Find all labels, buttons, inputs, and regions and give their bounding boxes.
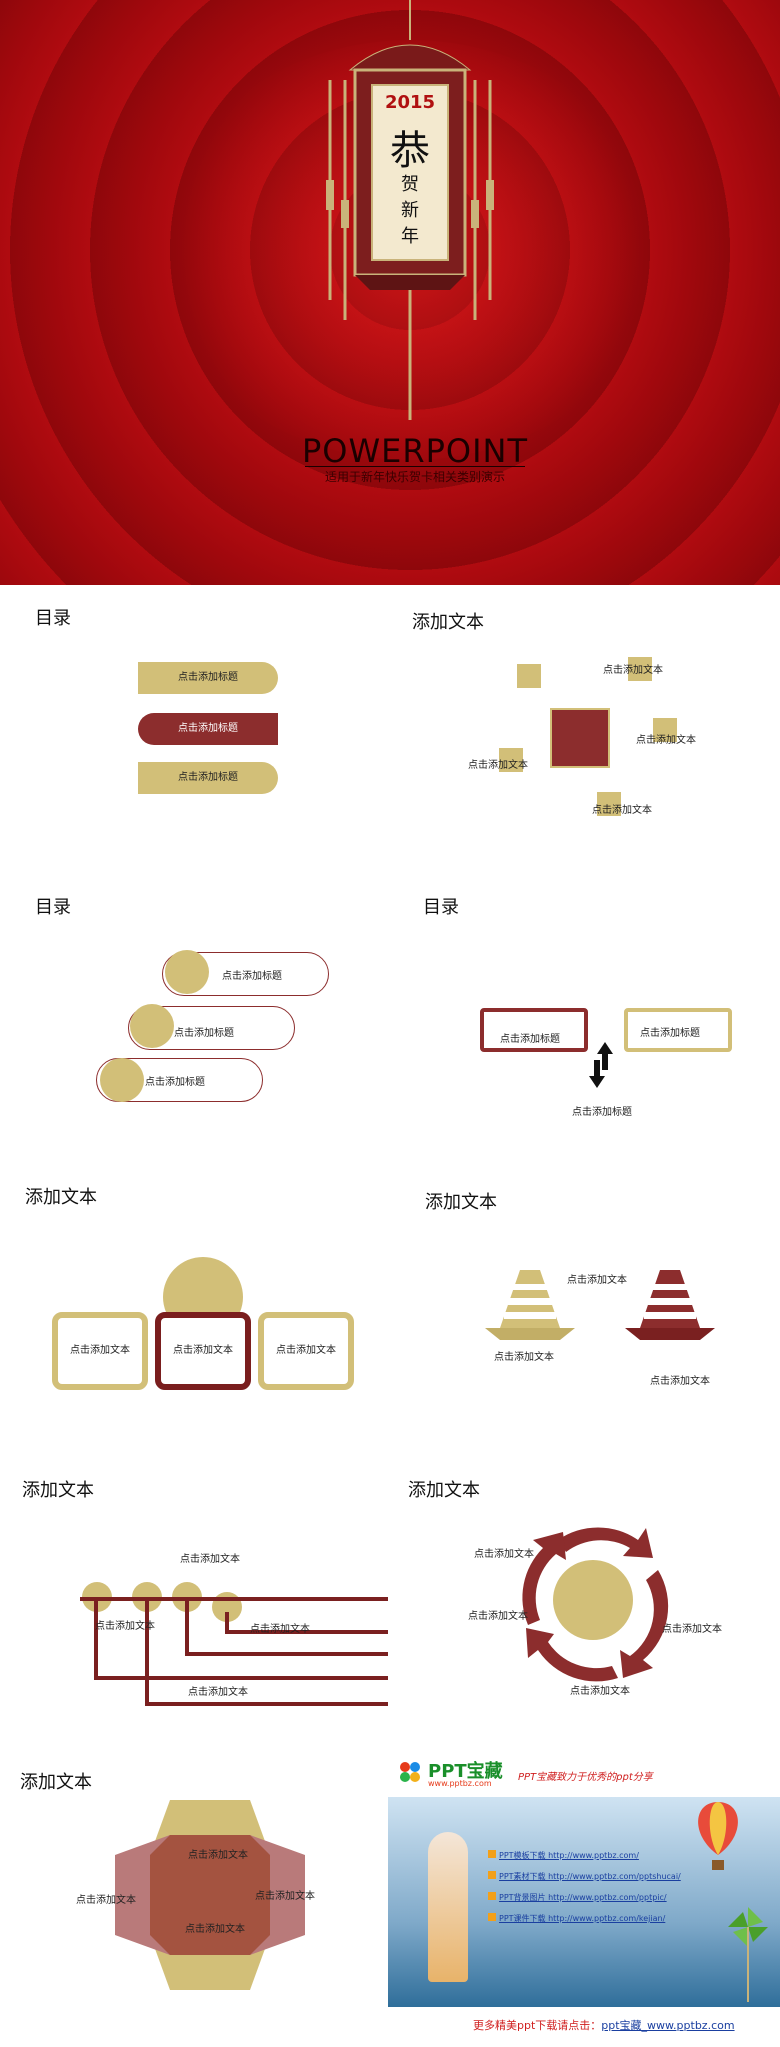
slide3-item-1-label: 点击添加标题 bbox=[222, 971, 282, 982]
slide6-cone-maroon bbox=[625, 1270, 715, 1340]
slide4-box-left-label: 点击添加标题 bbox=[500, 1034, 560, 1045]
slide8-label-1: 点击添加文本 bbox=[474, 1549, 534, 1560]
slide9-cross-shape bbox=[115, 1800, 305, 1990]
slide3-item-3-label: 点击添加标题 bbox=[145, 1077, 205, 1088]
ad-link-4[interactable]: PPT课件下载 http://www.pptbz.com/kejian/ bbox=[488, 1913, 665, 1924]
slide2-title: 添加文本 bbox=[412, 612, 484, 633]
slide8-label-4: 点击添加文本 bbox=[570, 1686, 630, 1697]
slide8-label-2: 点击添加文本 bbox=[468, 1611, 528, 1622]
bullet-icon bbox=[488, 1913, 496, 1921]
slide6-label-3: 点击添加文本 bbox=[650, 1376, 710, 1387]
slide3-item-1-circle bbox=[165, 950, 209, 994]
lantern-char-1: 恭 bbox=[390, 128, 430, 174]
slide2-label-3: 点击添加文本 bbox=[468, 760, 528, 771]
slide4-bottom-label: 点击添加标题 bbox=[572, 1107, 632, 1118]
slide3-item-3-outline[interactable] bbox=[96, 1058, 263, 1102]
slide9-label-1: 点击添加文本 bbox=[188, 1850, 248, 1861]
slide6-label-2: 点击添加文本 bbox=[494, 1352, 554, 1363]
hero-subtitle: 适用于新年快乐贺卡相关类别演示 bbox=[324, 470, 505, 484]
slide2-square-c bbox=[653, 718, 677, 742]
slide5-card-2[interactable]: 点击添加文本 bbox=[155, 1312, 251, 1390]
slide9-title: 添加文本 bbox=[20, 1772, 92, 1793]
slide3-item-3-circle bbox=[100, 1058, 144, 1102]
slide5-card-3[interactable]: 点击添加文本 bbox=[258, 1312, 354, 1390]
slide3-item-2-circle bbox=[130, 1004, 174, 1048]
slide2-square-e bbox=[597, 792, 621, 816]
ad-footer-link[interactable]: ppt宝藏_www.pptbz.com bbox=[601, 2019, 735, 2032]
hero-divider bbox=[305, 466, 525, 467]
slide2-square-b bbox=[628, 657, 652, 681]
bullet-icon bbox=[488, 1850, 496, 1858]
slide8-cycle-arrows bbox=[522, 1527, 669, 1682]
slide4-box-right-label: 点击添加标题 bbox=[640, 1028, 700, 1039]
slide3-item-2-outline[interactable] bbox=[128, 1006, 295, 1050]
slide2-label-1: 点击添加文本 bbox=[603, 665, 663, 676]
hero-title: POWERPOINT bbox=[302, 432, 528, 470]
slide7-vline-3 bbox=[185, 1597, 189, 1654]
ad-logo-url: www.pptbz.com bbox=[428, 1779, 492, 1788]
slide7-label-2: 点击添加文本 bbox=[95, 1621, 155, 1632]
slide9-label-2: 点击添加文本 bbox=[76, 1895, 136, 1906]
slide5-card-1[interactable]: 点击添加文本 bbox=[52, 1312, 148, 1390]
slide3-item-1-outline[interactable] bbox=[162, 952, 329, 996]
slide6-label-1: 点击添加文本 bbox=[567, 1275, 627, 1286]
bullet-icon bbox=[488, 1871, 496, 1879]
slide2-label-2: 点击添加文本 bbox=[636, 735, 696, 746]
slide7-label-4: 点击添加文本 bbox=[188, 1687, 248, 1698]
slide7-vline-1 bbox=[94, 1597, 98, 1677]
slide3-item-2-label: 点击添加标题 bbox=[174, 1028, 234, 1039]
slide2-label-4: 点击添加文本 bbox=[592, 805, 652, 816]
slide7-vline-2 bbox=[145, 1597, 149, 1703]
lantern-illustration bbox=[326, 0, 494, 420]
slide2-square-a bbox=[517, 664, 541, 688]
hero-slide: 2015 恭 贺 新 年 POWERPOINT 适用于新年快乐贺卡相关类别演示 bbox=[0, 0, 780, 585]
ad-logo-icon bbox=[398, 1760, 422, 1784]
slide1-item-2[interactable]: 点击添加标题 bbox=[138, 713, 278, 745]
ad-dancer-figure bbox=[428, 1832, 468, 1982]
slide7-label-1: 点击添加文本 bbox=[180, 1554, 240, 1565]
slide9-label-4: 点击添加文本 bbox=[185, 1924, 245, 1935]
slide7-label-3: 点击添加文本 bbox=[250, 1624, 310, 1635]
slide4-box-left[interactable] bbox=[480, 1008, 588, 1052]
ad-slide: PPT宝藏 www.pptbz.com PPT宝藏致力于优秀的ppt分享 PPT… bbox=[388, 1752, 780, 2042]
slide4-title: 目录 bbox=[423, 897, 459, 918]
lantern-char-3: 新 bbox=[401, 200, 419, 221]
ad-link-2[interactable]: PPT素材下载 http://www.pptbz.com/pptshucai/ bbox=[488, 1871, 681, 1882]
slide7-title: 添加文本 bbox=[22, 1480, 94, 1501]
slide8-title: 添加文本 bbox=[408, 1480, 480, 1501]
ad-footer: 更多精美ppt下载请点击：ppt宝藏_www.pptbz.com bbox=[473, 2017, 735, 2033]
slide5-title: 添加文本 bbox=[25, 1187, 97, 1208]
slide7-main-line bbox=[80, 1597, 388, 1601]
lantern-char-2: 贺 bbox=[401, 174, 419, 195]
slide1-title: 目录 bbox=[35, 608, 71, 629]
bullet-icon bbox=[488, 1892, 496, 1900]
slide7-hline-4 bbox=[225, 1630, 388, 1634]
lantern-year: 2015 bbox=[384, 92, 436, 113]
balloon-icon bbox=[698, 1802, 738, 1870]
slide2-center-square bbox=[550, 708, 610, 768]
slide2-square-d bbox=[499, 748, 523, 772]
slide1-item-1[interactable]: 点击添加标题 bbox=[138, 662, 278, 694]
slide4-swap-arrows-icon bbox=[589, 1042, 613, 1088]
slide7-hline-2 bbox=[145, 1702, 388, 1706]
slide3-title: 目录 bbox=[35, 897, 71, 918]
slide7-hline-3 bbox=[185, 1652, 388, 1656]
ad-link-3[interactable]: PPT背景图片 http://www.pptbz.com/pptpic/ bbox=[488, 1892, 667, 1903]
slide6-cone-gold bbox=[485, 1270, 575, 1340]
slide9-label-3: 点击添加文本 bbox=[255, 1891, 315, 1902]
ad-slogan: PPT宝藏致力于优秀的ppt分享 bbox=[518, 1772, 653, 1783]
slide7-vline-4 bbox=[225, 1612, 229, 1631]
slide4-box-right[interactable] bbox=[624, 1008, 732, 1052]
slide6-title: 添加文本 bbox=[425, 1192, 497, 1213]
slide7-hline-1 bbox=[94, 1676, 388, 1680]
slide8-label-3: 点击添加文本 bbox=[662, 1624, 722, 1635]
pinwheel-icon bbox=[728, 1907, 768, 2002]
slide1-item-3[interactable]: 点击添加标题 bbox=[138, 762, 278, 794]
ad-logo-text: PPT宝藏 bbox=[428, 1761, 503, 1782]
ad-footer-prefix: 更多精美ppt下载请点击： bbox=[473, 2019, 602, 2032]
lantern-char-4: 年 bbox=[401, 226, 419, 247]
ad-link-1[interactable]: PPT模板下载 http://www.pptbz.com/ bbox=[488, 1850, 639, 1861]
